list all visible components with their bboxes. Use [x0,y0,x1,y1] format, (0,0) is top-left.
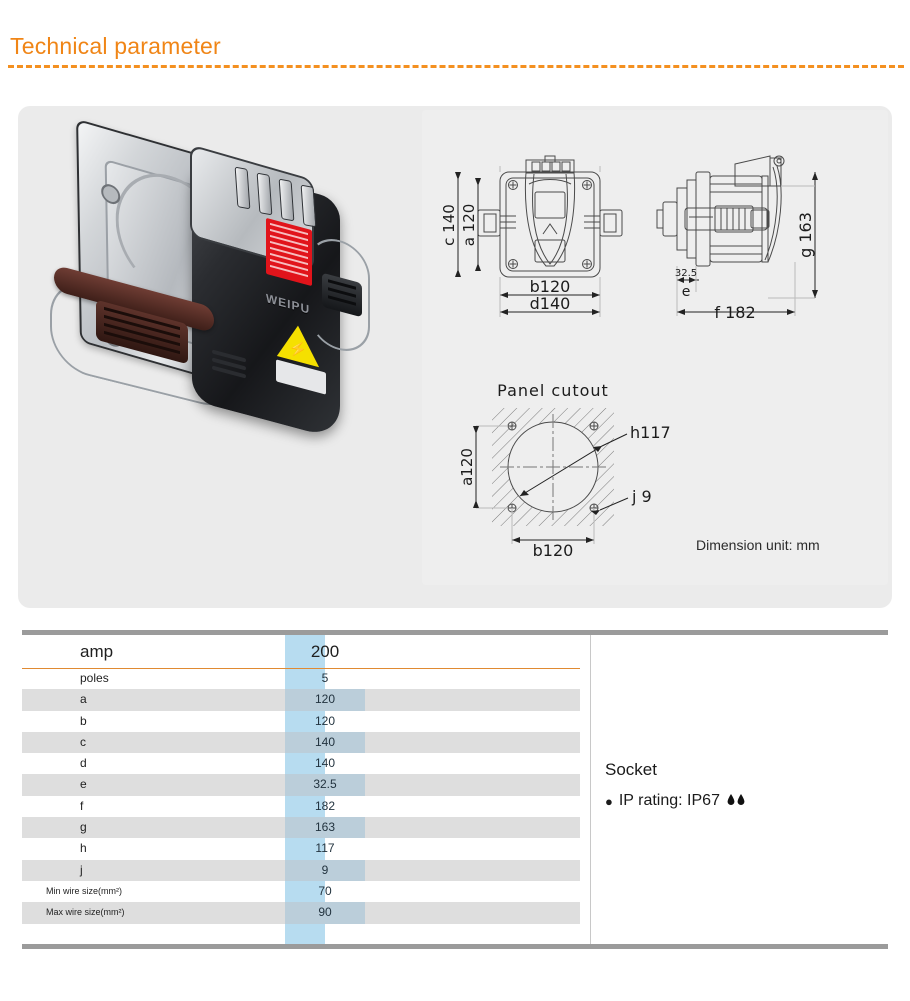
table-header-underline [22,668,580,669]
contact-pin [300,184,317,228]
product-photo: WEIPU [40,118,400,488]
cutout-dim-a: a120 [458,448,476,486]
table-row: Max wire size(mm²) 90 [22,902,580,924]
cutout-dim-h: h117 [630,423,671,442]
front-view-dim-d: d140 [530,294,571,313]
cutout-dim-b: b120 [533,541,574,558]
row-label: h [80,841,87,856]
heading-divider [8,65,904,68]
table-row: g 163 [22,817,580,839]
table-body: poles 5 a 120 b 120 c 140 d 140 e 32.5 f 182 g 163 h 117 j… [22,668,580,924]
front-view-dim-a: a 120 [460,204,478,247]
row-value: 120 [314,692,336,707]
row-value: 32.5 [313,777,337,792]
row-value: 120 [314,713,336,728]
row-value: 9 [321,862,329,877]
side-view-dim-g: g 163 [796,212,815,258]
row-highlight-cell [285,859,365,881]
bullet-icon: ● [605,793,613,809]
row-label: Max wire size(mm²) [46,907,125,918]
table-row: d 140 [22,753,580,774]
front-view-dim-c: c 140 [440,204,458,246]
table-header-row: amp 200 [22,635,580,668]
amp-header-label: amp [80,642,114,661]
row-value: 163 [314,820,336,835]
row-highlight-cell [285,902,365,924]
table-row: poles 5 [22,668,580,689]
page-title: Technical parameter [10,33,221,59]
table-bottom-bar [22,944,888,949]
red-warning-label [266,217,312,287]
row-value: 5 [321,671,329,685]
row-highlight-cell [285,817,365,839]
table-row: a 120 [22,689,580,711]
front-view-dim-b: b120 [530,277,571,296]
dimension-unit-note: Dimension unit: mm [696,537,820,553]
row-label: a [80,692,87,707]
row-value: 70 [318,883,332,898]
row-value: 140 [314,734,336,749]
water-drop-icon [726,793,748,810]
row-label: poles [80,671,109,685]
side-view-dim-e: e [682,284,691,300]
row-label: f [80,798,84,813]
cutout-dim-j: j 9 [631,487,652,506]
ip-rating-line: ● IP rating: IP67 [605,792,748,810]
row-label: c [80,734,86,749]
row-value: 182 [314,798,336,813]
row-label: j [80,862,83,877]
side-view-drawing: g 163 f 182 32.5 e [656,155,818,322]
table-row: f 182 [22,796,580,817]
row-label: e [80,777,87,792]
row-highlight-cell [285,774,365,796]
row-label: Min wire size(mm²) [46,885,122,896]
row-highlight-cell [285,731,365,754]
panel-cutout-drawing: Panel cutout a120 b120 h117 j 9 [458,381,671,558]
ip-rating-label: IP rating: IP67 [618,792,720,809]
socket-info-block: Socket ● IP rating: IP67 [605,760,748,810]
row-value: 90 [318,905,332,920]
table-row: e 32.5 [22,774,580,796]
row-label: g [80,820,87,835]
panel-cutout-title: Panel cutout [497,381,609,400]
row-value: 140 [314,756,336,771]
front-view-drawing: c 140 a 120 b120 d140 [440,155,623,317]
table-row: b 120 [22,711,580,732]
table-row: h 117 [22,838,580,859]
table-row: Min wire size(mm²) 70 [22,881,580,902]
row-label: b [80,713,87,728]
row-value: 117 [315,841,335,856]
table-top-bar [22,630,888,635]
side-view-dim-value: 32.5 [675,268,697,279]
row-label: d [80,756,87,771]
table-vertical-divider [590,635,591,944]
amp-header-value: 200 [310,642,340,661]
spec-table: amp 200 poles 5 a 120 b 120 c 140 d 140 e 32.5 f 182 g… [22,635,580,924]
row-highlight-cell [285,689,365,711]
side-view-dim-f: f 182 [714,303,755,322]
table-row: c 140 [22,731,580,754]
socket-title: Socket [605,760,657,779]
